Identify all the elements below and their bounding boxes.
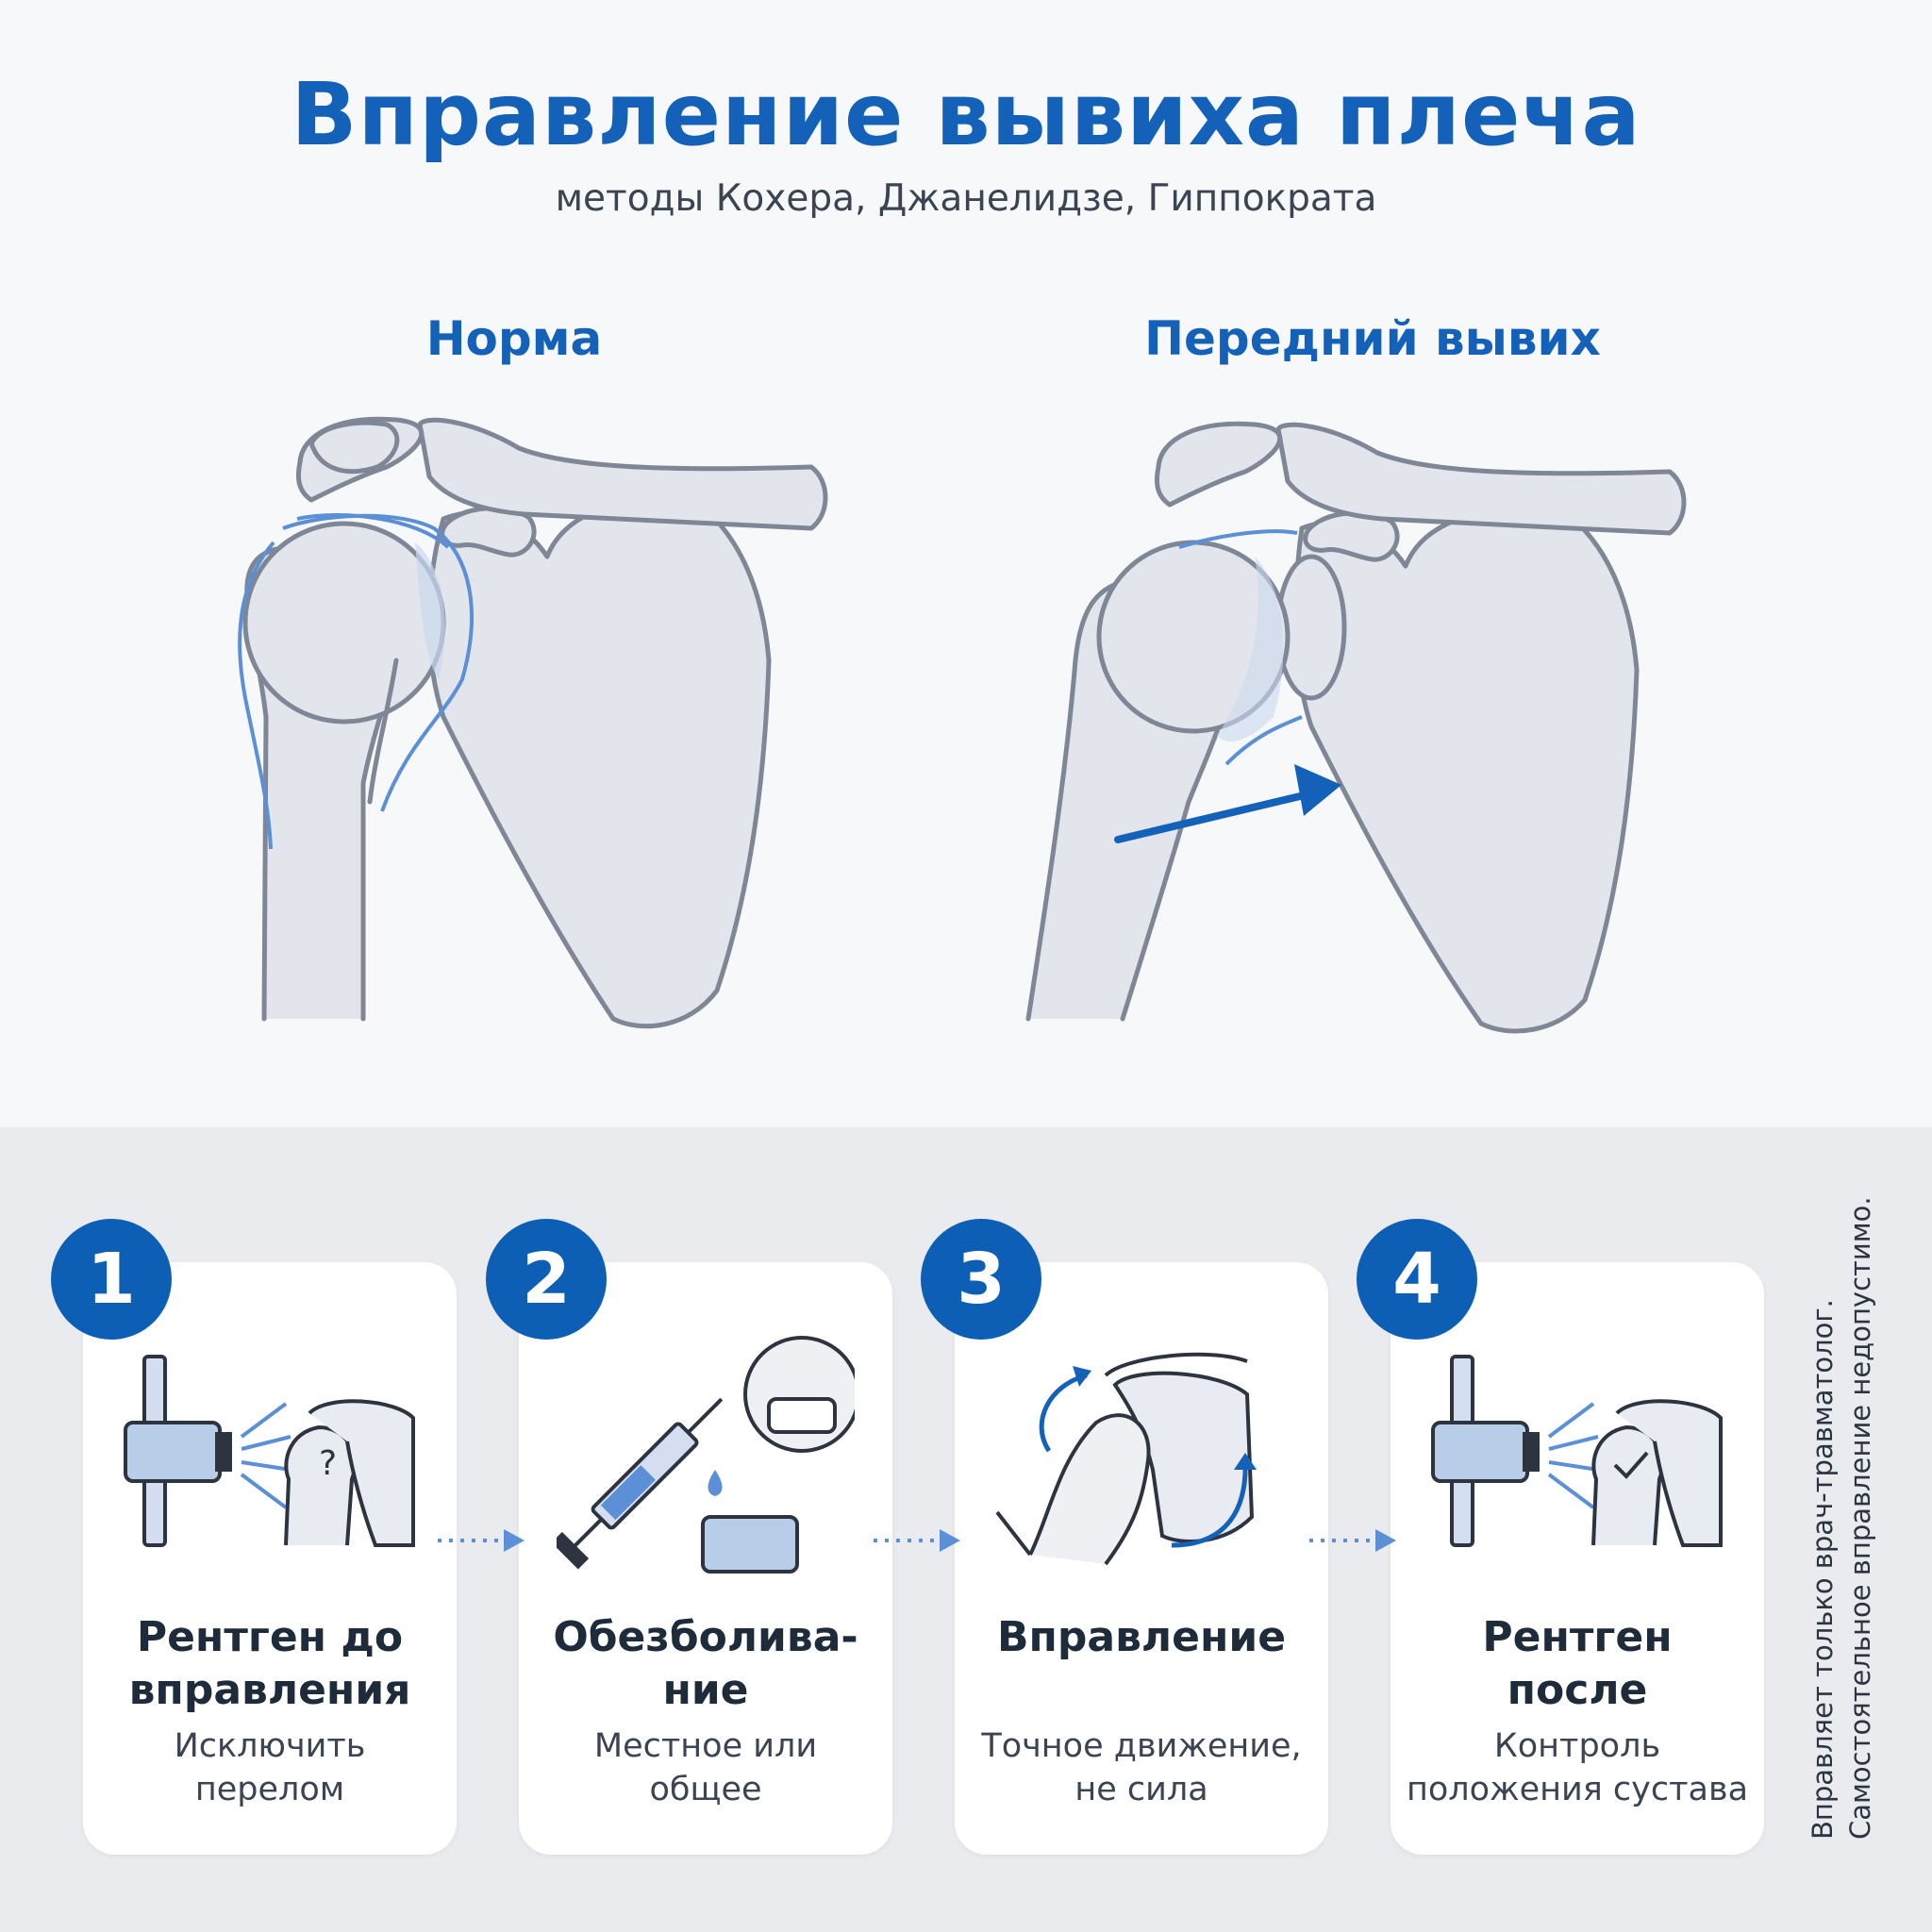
step-title-2: Обезболива-ние	[553, 1613, 858, 1714]
connector-arrow-icon	[1309, 1529, 1396, 1552]
step-badge-4: 4	[1357, 1219, 1477, 1340]
dislocation-arrow-icon	[1114, 764, 1341, 843]
step-badge-2: 2	[486, 1219, 607, 1340]
step-card-3: Вправление Точное движение,не сила	[955, 1262, 1328, 1855]
xray-check-icon	[1431, 1355, 1723, 1547]
step-badge-1: 1	[51, 1219, 172, 1340]
svg-text:?: ?	[319, 1444, 337, 1483]
xray-question-icon: ?	[124, 1355, 415, 1547]
page-subtitle: методы Кохера, Джанелидзе, Гиппократа	[555, 177, 1377, 220]
step-badge-3: 3	[921, 1219, 1041, 1340]
dislocated-label: Передний вывих	[1144, 311, 1601, 366]
step-title-3: Вправление	[996, 1613, 1287, 1661]
connector-arrow-icon	[874, 1529, 960, 1552]
dislocated-shoulder-illustration	[1025, 421, 1687, 1034]
disclaimer: Вправляет только врач-травматолог.Самост…	[1807, 1196, 1876, 1840]
normal-label: Норма	[425, 311, 603, 366]
hand-rotation-icon	[995, 1352, 1257, 1566]
syringe-vial-mask-icon	[557, 1336, 855, 1574]
step-desc-3: Точное движение,не сила	[981, 1727, 1302, 1808]
connector-arrow-icon	[438, 1529, 525, 1552]
shoulder-diagrams	[238, 416, 1687, 1034]
normal-shoulder-illustration	[242, 416, 828, 1029]
page-title: Вправление вывиха плеча	[291, 64, 1641, 165]
